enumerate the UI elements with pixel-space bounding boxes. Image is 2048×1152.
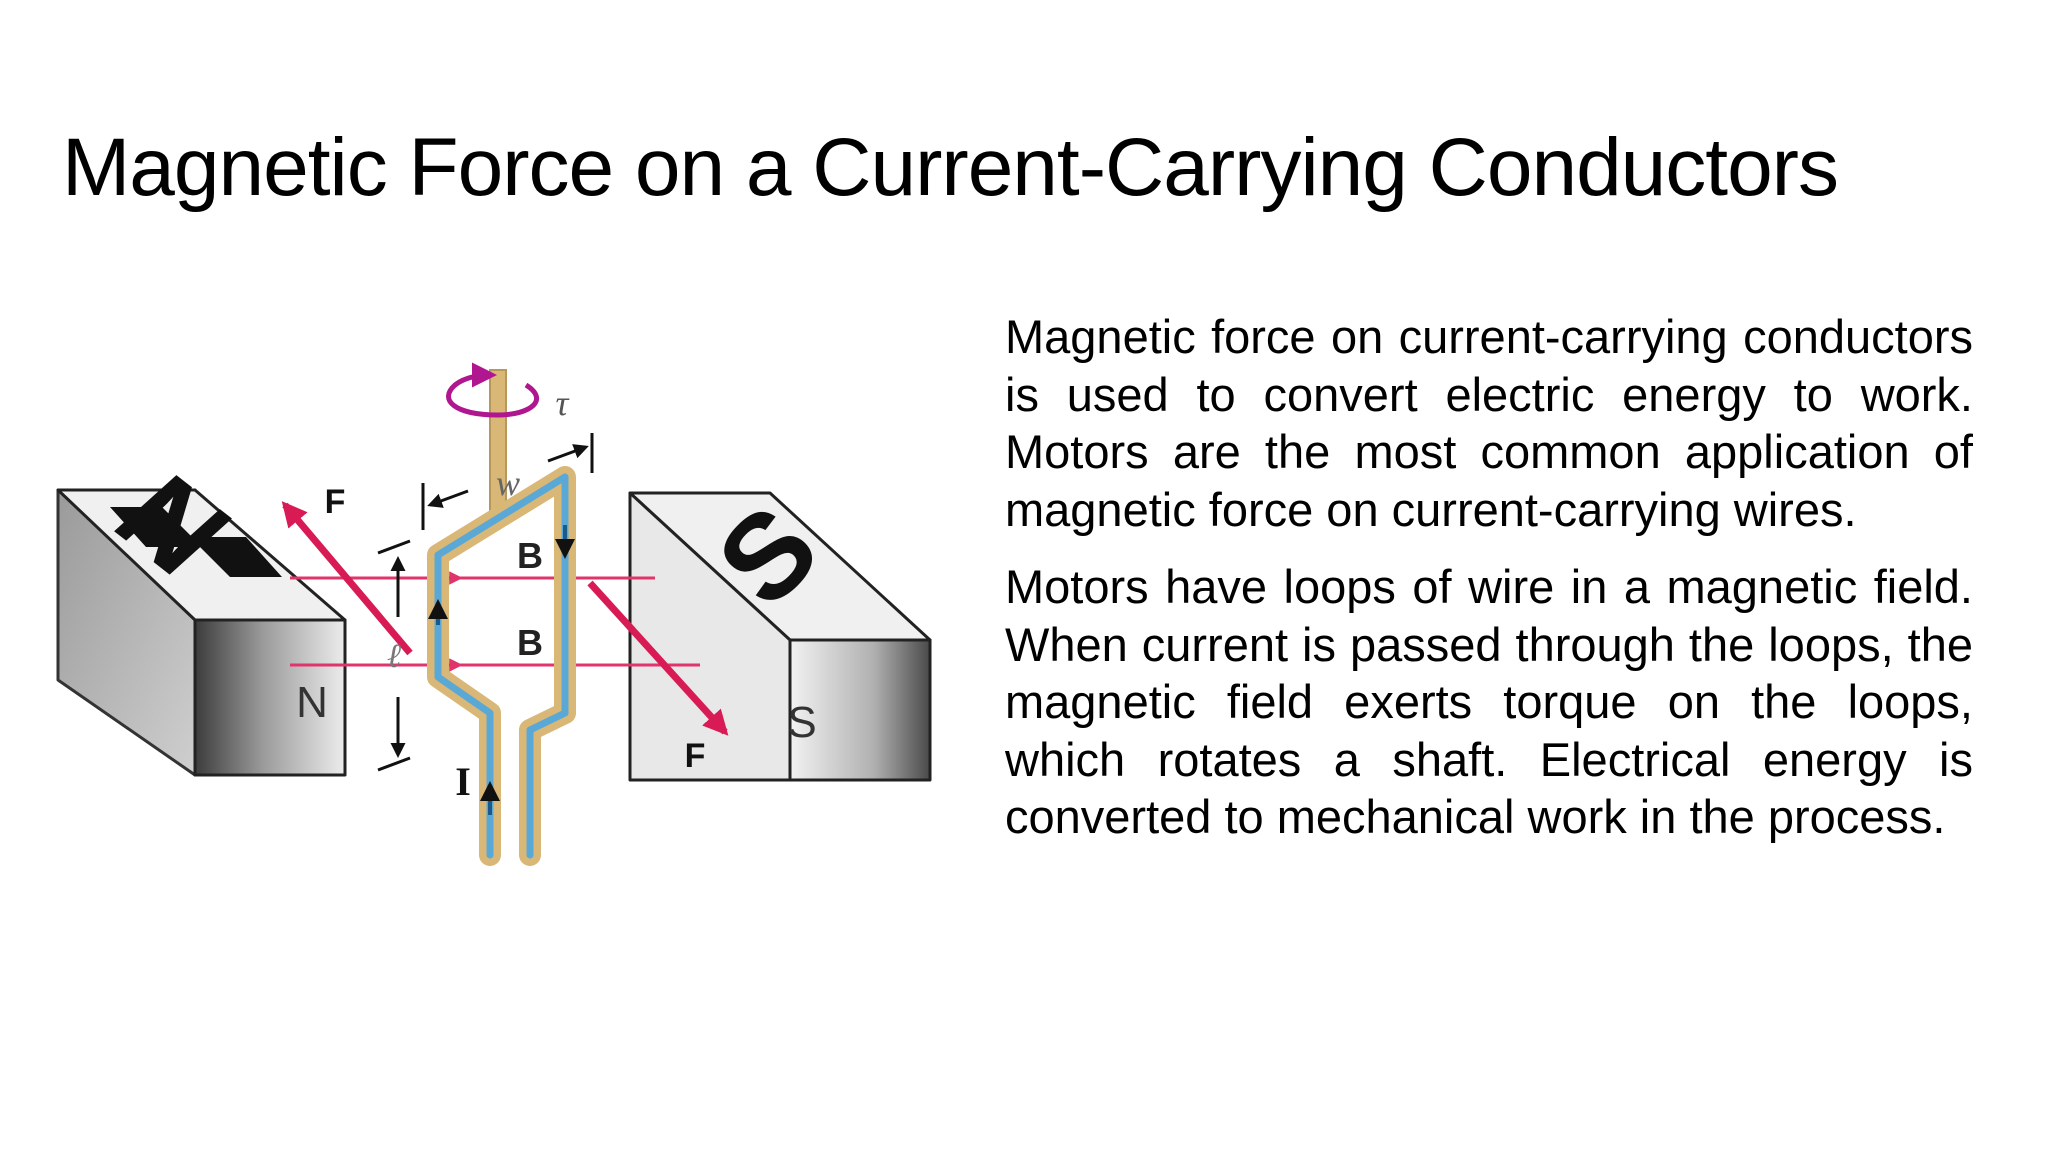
- field-label-lower: B: [517, 622, 543, 663]
- force-label-bottom: F: [685, 737, 706, 775]
- current-label: I: [455, 759, 471, 804]
- paragraph-2: Motors have loops of wire in a magnetic …: [1005, 560, 1973, 843]
- force-arrows: [281, 501, 729, 736]
- width-label: w: [496, 463, 520, 503]
- field-label-upper: B: [517, 535, 543, 576]
- force-label-top: F: [325, 483, 346, 521]
- width-dimension: [421, 433, 594, 530]
- south-side-letter: S: [787, 698, 816, 747]
- torque-label: τ: [556, 383, 570, 423]
- wire-loop: [427, 466, 576, 866]
- length-label: ℓ: [387, 638, 401, 675]
- motor-diagram: N N S S: [50, 355, 950, 885]
- torque-arrow: [446, 362, 540, 418]
- paragraph-1: Magnetic force on current-carrying condu…: [1005, 310, 1973, 536]
- north-magnet: N N: [56, 453, 347, 777]
- north-side-letter: N: [296, 678, 328, 727]
- body-text: Magnetic force on current-carrying condu…: [1005, 308, 1973, 866]
- south-magnet: S S: [628, 480, 932, 782]
- slide-title: Magnetic Force on a Current-Carrying Con…: [62, 122, 1839, 213]
- length-dimension: [377, 539, 411, 772]
